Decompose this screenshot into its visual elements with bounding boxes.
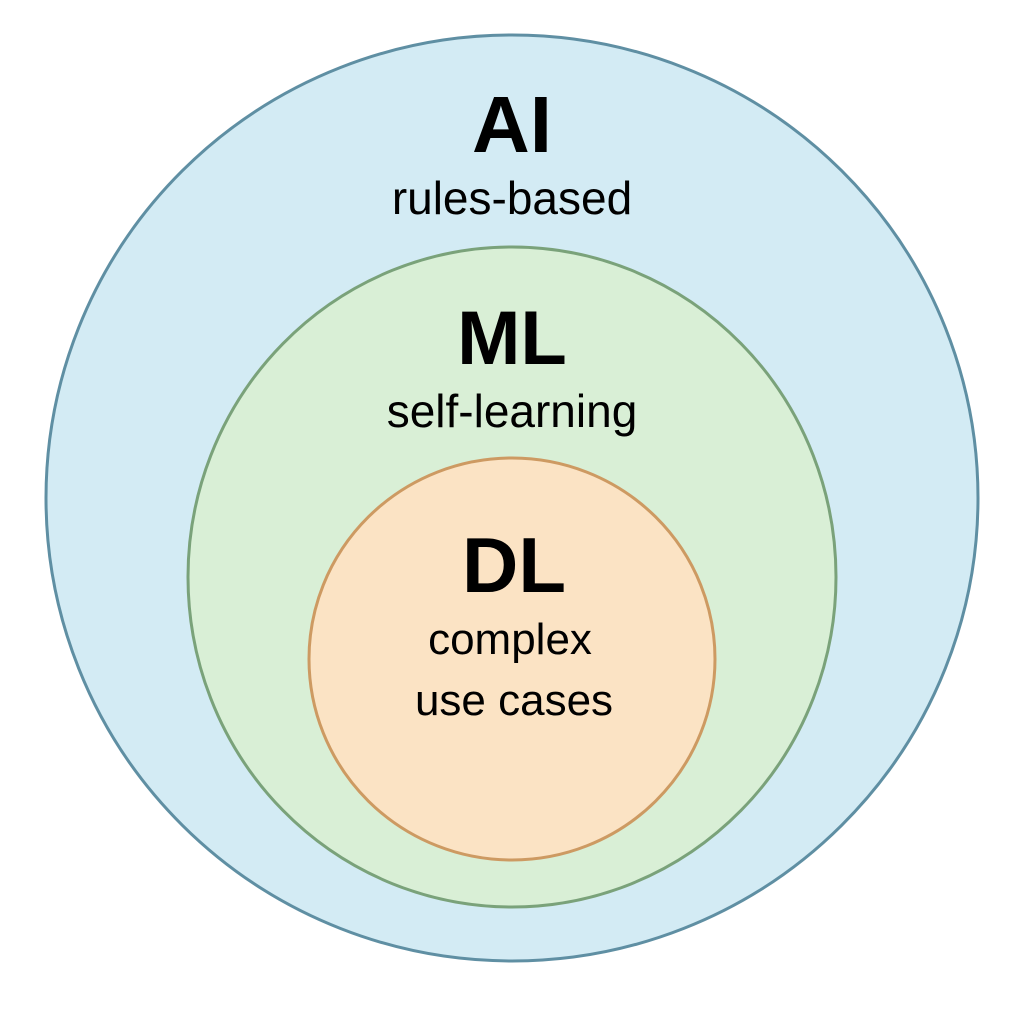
dl-title: DL	[462, 521, 566, 609]
dl-circle	[307, 456, 717, 862]
ml-title: ML	[457, 296, 567, 381]
ai-title: AI	[472, 80, 552, 169]
dl-description-line-2: use cases	[415, 676, 613, 725]
dl-description-line-1: complex	[428, 615, 592, 664]
ai-description: rules-based	[392, 172, 632, 224]
ml-description: self-learning	[387, 385, 638, 437]
layer-dl: DL complex use cases	[307, 456, 717, 862]
